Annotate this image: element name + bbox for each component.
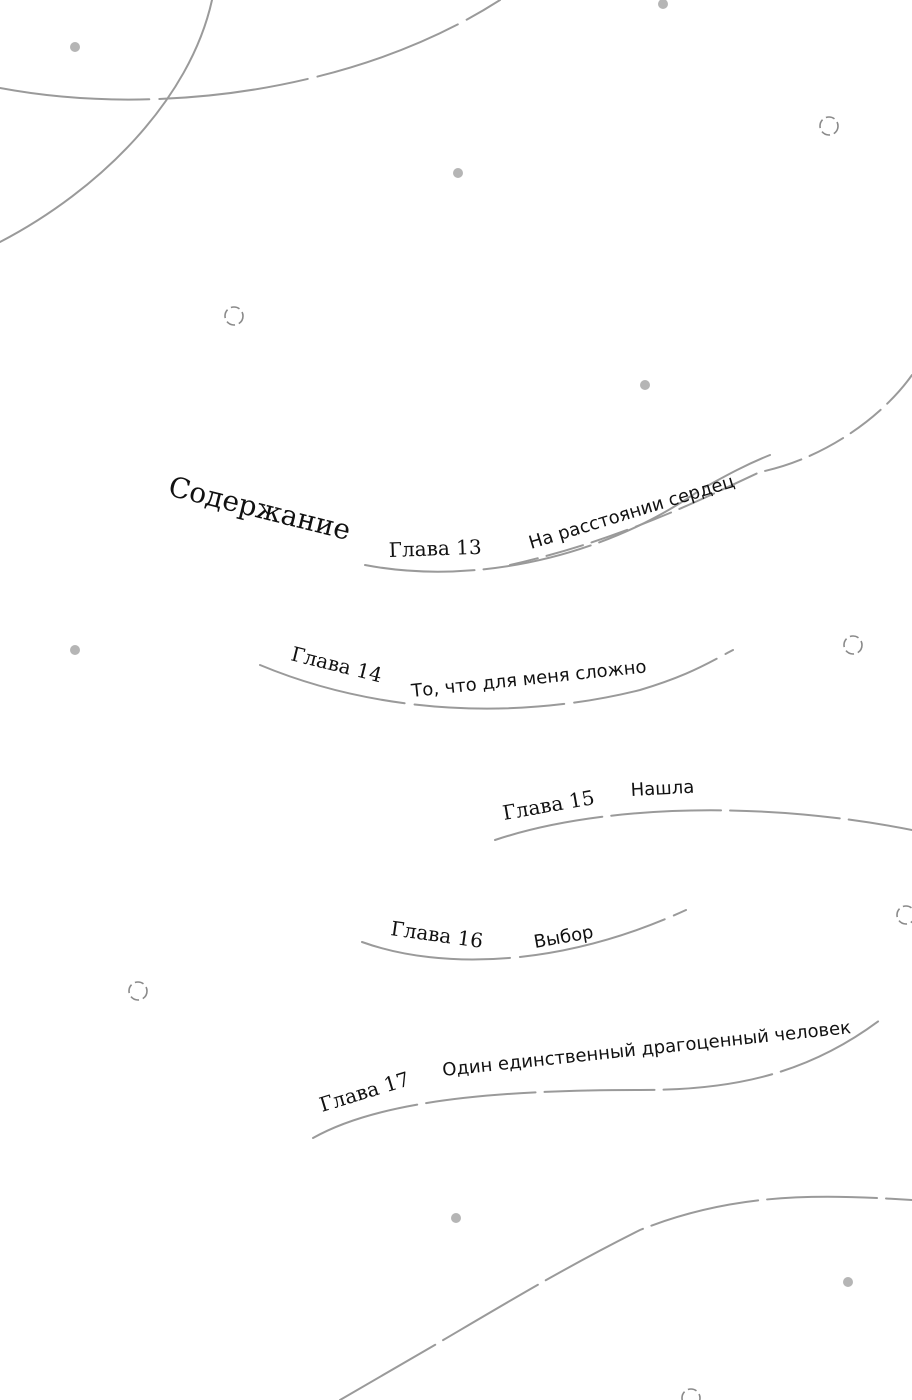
entry-underline <box>361 909 687 961</box>
page-title: Содержание <box>165 470 354 547</box>
decorative-arc <box>339 1195 912 1400</box>
toc-entry-14: Глава 14 То, что для меня сложно <box>259 642 734 710</box>
decorative-rings <box>128 116 912 1400</box>
entry-underline <box>312 1019 881 1139</box>
chapter-title: Нашла <box>630 777 695 801</box>
entry-underline <box>494 809 912 841</box>
toc-entry-13: Глава 13 На расстоянии сердец <box>364 454 771 573</box>
decorative-arc <box>0 0 501 101</box>
chapter-title: Выбор <box>532 922 595 953</box>
chapter-number: Глава 13 <box>388 535 482 562</box>
decorative-arc <box>0 0 213 243</box>
toc-entry-15: Глава 15 Нашла <box>494 777 912 841</box>
toc-entry-16: Глава 16 Выбор <box>361 909 687 961</box>
chapter-number: Глава 16 <box>389 916 484 953</box>
chapter-title: То, что для меня сложно <box>409 656 647 702</box>
decorative-dots <box>70 0 853 1287</box>
chapter-title: Один единственный драгоценный человек <box>441 1017 852 1081</box>
chapter-title: На расстоянии сердец <box>526 471 737 554</box>
toc-entry-17: Глава 17 Один единственный драгоценный ч… <box>312 1017 881 1139</box>
entry-underline <box>364 454 771 573</box>
entry-underline <box>259 649 734 710</box>
decorative-arc <box>509 374 912 566</box>
